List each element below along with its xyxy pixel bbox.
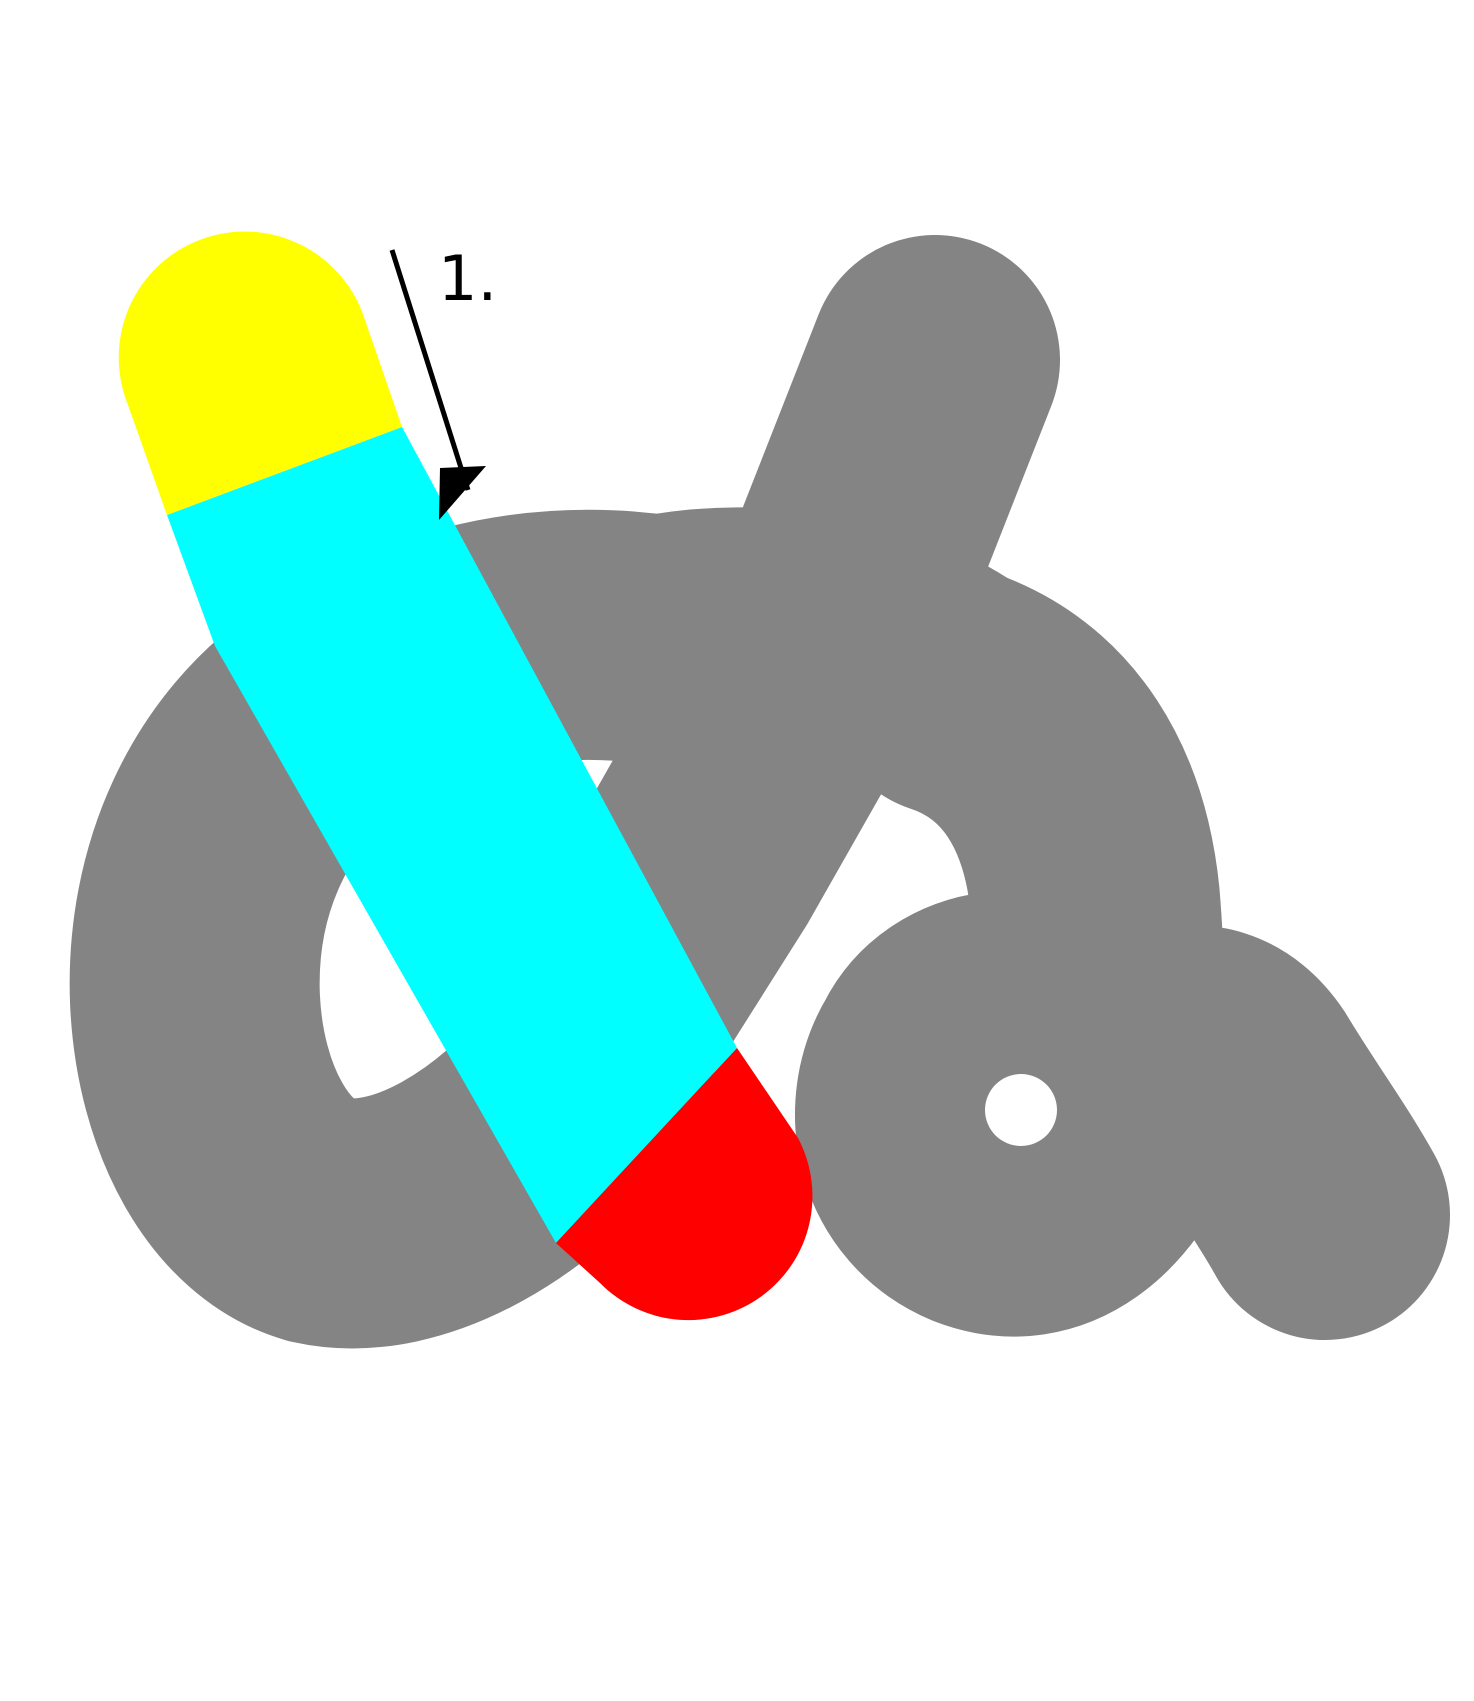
glyph-inner-dot [985, 1074, 1057, 1146]
first-stroke-highlight [118, 231, 813, 1321]
direction-arrow-shaft [389, 249, 471, 491]
step-number-label: 1. [438, 242, 497, 315]
glyph-strokes [69, 235, 1450, 1349]
glyph-small-loop [795, 890, 1450, 1340]
first-stroke-end-cap [556, 1048, 813, 1321]
direction-arrow-head [439, 466, 486, 520]
direction-arrow [389, 249, 486, 520]
first-stroke-body [167, 427, 737, 1243]
first-stroke-start-cap [118, 231, 403, 516]
